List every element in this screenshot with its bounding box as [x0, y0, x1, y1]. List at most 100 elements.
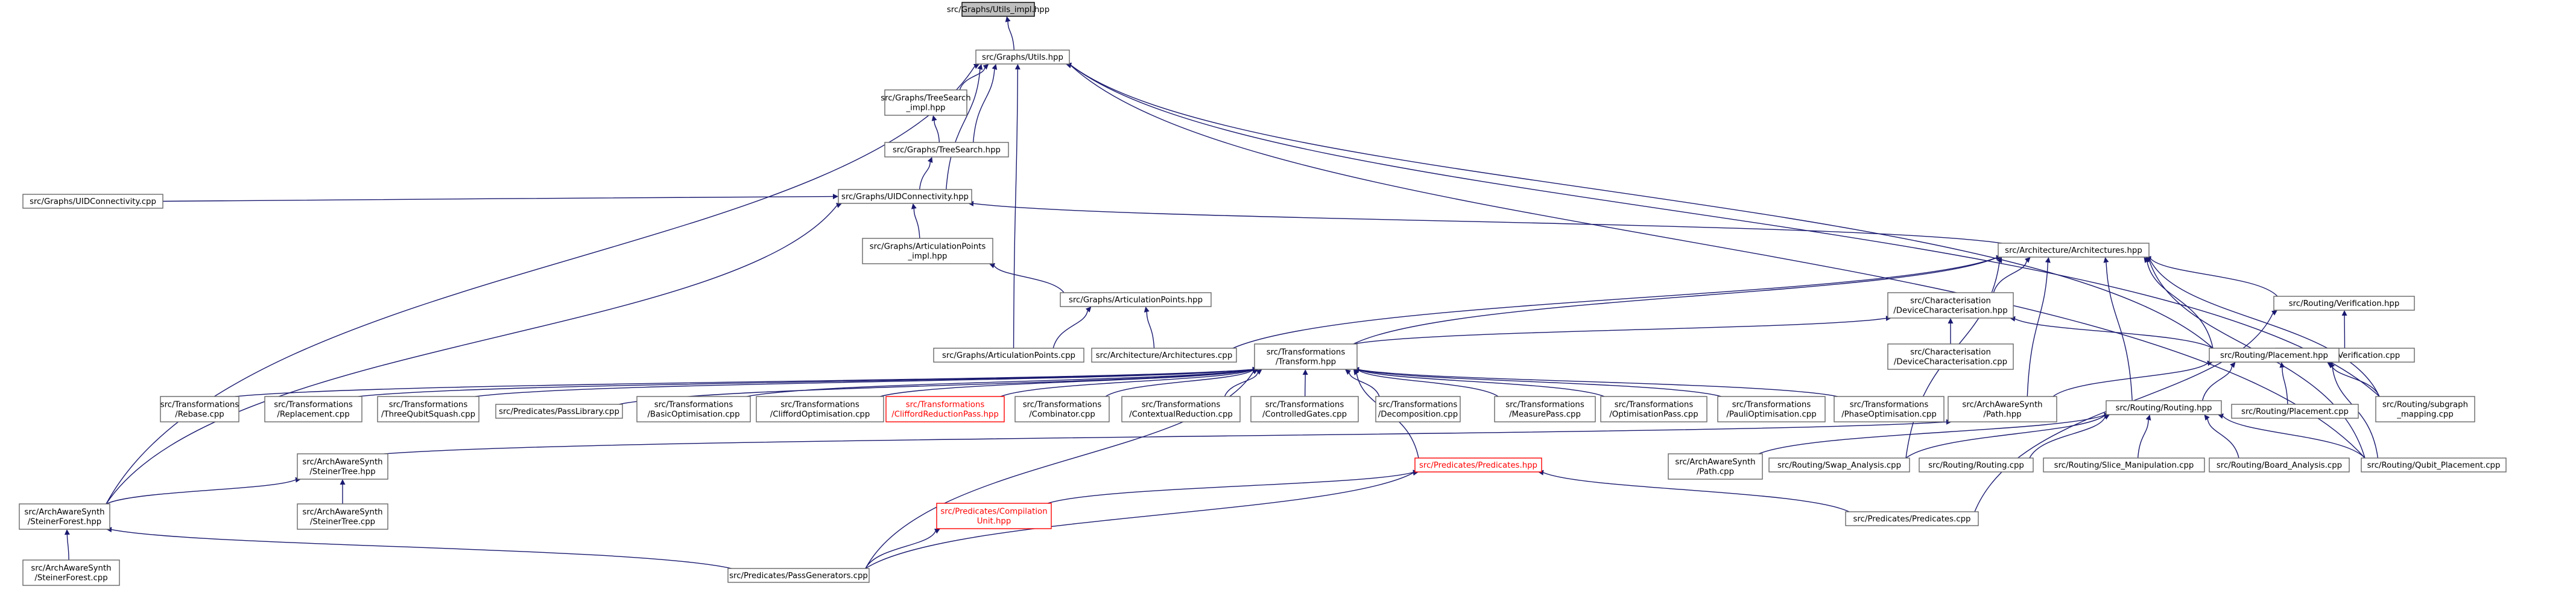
- file-node-arch-hpp[interactable]: src/Architecture/Architectures.hpp: [1998, 243, 2150, 258]
- dependency-edge-swap-to-routing_hpp: [1905, 415, 2105, 459]
- file-node-transform-hpp[interactable]: src/Transformations/Transform.hpp: [1254, 343, 1358, 370]
- edge-arrowhead: [295, 477, 301, 483]
- dependency-edge-treesearch-to-utils: [972, 69, 995, 143]
- file-node-label: /Replacement.cpp: [277, 410, 349, 419]
- file-node-phaseopt[interactable]: src/Transformations/PhaseOptimisation.cp…: [1834, 396, 1945, 422]
- file-node-steinertree-cpp[interactable]: src/ArchAwareSynth/SteinerTree.cpp: [297, 503, 388, 530]
- file-node-decomp[interactable]: src/Transformations/Decomposition.cpp: [1375, 396, 1461, 422]
- file-node-label: src/Transformations: [1379, 401, 1458, 410]
- file-node-box: [727, 568, 870, 583]
- file-node-path-hpp[interactable]: src/ArchAwareSynth/Path.hpp: [1948, 396, 2057, 422]
- file-node-label: /Path.hpp: [1983, 410, 2021, 419]
- dependency-edge-compunit-to-predicates_hpp: [1047, 472, 1414, 504]
- file-node-verif-hpp[interactable]: src/Routing/Verification.hpp: [2273, 296, 2415, 311]
- file-node-utils[interactable]: src/Graphs/Utils.hpp: [975, 49, 1070, 65]
- dependency-edge-passgen-to-steinerforest_hpp: [111, 529, 732, 569]
- file-node-slice[interactable]: src/Routing/Slice_Manipulation.cpp: [2043, 457, 2205, 473]
- file-node-ap-hpp[interactable]: src/Graphs/ArticulationPoints.hpp: [1060, 292, 1212, 307]
- file-node-utils-impl[interactable]: src/Graphs/Utils_impl.hpp: [947, 2, 1049, 17]
- file-node-label: src/ArchAwareSynth: [302, 508, 382, 517]
- file-node-label: src/ArchAwareSynth: [1675, 458, 1755, 467]
- dependency-edge-optpass-to-transform_hpp: [1358, 369, 1605, 397]
- file-node-label: src/Predicates/Predicates.cpp: [1853, 515, 1971, 524]
- edge-arrowhead: [1005, 16, 1011, 22]
- file-node-predicates-cpp[interactable]: src/Predicates/Predicates.cpp: [1845, 511, 1979, 526]
- file-node-box: [297, 453, 388, 480]
- dependency-edge-passgen-to-compunit: [865, 530, 936, 569]
- file-node-label: src/Graphs/Utils.hpp: [982, 53, 1063, 62]
- dependency-edge-predicates_cpp-to-predicates_hpp: [1543, 472, 1850, 512]
- dependency-edge-decomp-to-transform_hpp: [1349, 372, 1380, 397]
- dependency-edge-board-to-routing_hpp: [2207, 418, 2239, 459]
- file-node-predicates-hpp[interactable]: src/Predicates/Predicates.hpp: [1414, 457, 1542, 473]
- file-node-ap-impl[interactable]: src/Graphs/ArticulationPoints_impl.hpp: [862, 238, 993, 264]
- edge-arrowhead: [1144, 307, 1150, 313]
- file-node-box: [2106, 400, 2222, 415]
- dependency-edge-placement_hpp-to-utils: [1071, 65, 2214, 349]
- file-node-passlib[interactable]: src/Predicates/PassLibrary.cpp: [495, 404, 623, 419]
- file-node-box: [884, 142, 1009, 158]
- dependency-edge-arch_cpp-to-arch_hpp: [1232, 257, 1997, 349]
- file-node-uid-hpp[interactable]: src/Graphs/UIDConnectivity.hpp: [838, 189, 972, 204]
- file-node-swap[interactable]: src/Routing/Swap_Analysis.cpp: [1768, 457, 1910, 473]
- file-node-subgraph[interactable]: src/Routing/subgraph_mapping.cpp: [2375, 396, 2475, 422]
- file-node-steinertree-hpp[interactable]: src/ArchAwareSynth/SteinerTree.hpp: [297, 453, 388, 480]
- file-node-qubitplace[interactable]: src/Routing/Qubit_Placement.cpp: [2361, 457, 2507, 473]
- file-node-arch-cpp[interactable]: src/Architecture/Architectures.cpp: [1091, 348, 1237, 363]
- file-node-box: [1919, 457, 2034, 473]
- file-node-cliffordopt[interactable]: src/Transformations/CliffordOptimisation…: [756, 396, 884, 422]
- dependency-edge-uid_hpp-to-treesearch: [919, 162, 931, 190]
- dependency-edge-placement_hpp-to-arch_hpp: [2147, 261, 2214, 349]
- file-node-passgen[interactable]: src/Predicates/PassGenerators.cpp: [727, 568, 870, 583]
- file-node-treesearch[interactable]: src/Graphs/TreeSearch.hpp: [884, 142, 1009, 158]
- file-node-label: src/Routing/subgraph: [2382, 401, 2468, 410]
- file-node-cliffordred[interactable]: src/Transformations/CliffordReductionPas…: [885, 396, 1005, 422]
- file-node-devchar-cpp[interactable]: src/Characterisation/DeviceCharacterisat…: [1887, 343, 2014, 370]
- file-node-box: [2273, 296, 2415, 311]
- file-node-combinator[interactable]: src/Transformations/Combinator.cpp: [1014, 396, 1110, 422]
- file-node-label: src/Graphs/ArticulationPoints.cpp: [942, 351, 1075, 360]
- file-node-steinerforest-hpp[interactable]: src/ArchAwareSynth/SteinerForest.hpp: [19, 503, 110, 530]
- file-node-box: [264, 396, 362, 422]
- edge-arrowhead: [977, 64, 983, 70]
- file-node-contextual[interactable]: src/Transformations/ContextualReduction.…: [1121, 396, 1241, 422]
- file-node-threequbit[interactable]: src/Transformations/ThreeQubitSquash.cpp: [377, 396, 479, 422]
- file-node-measure[interactable]: src/Transformations/MeasurePass.cpp: [1494, 396, 1596, 422]
- dependency-edge-ap_hpp-to-ap_impl: [993, 265, 1065, 293]
- file-node-placement-hpp[interactable]: src/Routing/Placement.hpp: [2209, 348, 2340, 363]
- file-node-treesearch-impl[interactable]: src/Graphs/TreeSearch_impl.hpp: [881, 89, 971, 116]
- file-node-devchar-hpp[interactable]: src/Characterisation/DeviceCharacterisat…: [1887, 292, 2014, 319]
- file-node-label: /MeasurePass.cpp: [1509, 410, 1581, 419]
- file-node-board[interactable]: src/Routing/Board_Analysis.cpp: [2209, 457, 2350, 473]
- file-node-uid-cpp[interactable]: src/Graphs/UIDConnectivity.cpp: [22, 194, 163, 209]
- file-node-controlled[interactable]: src/Transformations/ControlledGates.cpp: [1250, 396, 1359, 422]
- file-node-label: src/ArchAwareSynth: [1962, 401, 2042, 410]
- dependency-edge-cliffordred-to-transform_hpp: [1000, 369, 1253, 397]
- file-node-ap-cpp[interactable]: src/Graphs/ArticulationPoints.cpp: [933, 348, 1084, 363]
- dependency-edge-devchar_hpp-to-arch_hpp: [1993, 261, 2027, 293]
- file-node-label: /PauliOptimisation.cpp: [1726, 410, 1816, 419]
- file-node-path-cpp[interactable]: src/ArchAwareSynth/Path.cpp: [1668, 453, 1763, 480]
- file-node-label: _impl.hpp: [908, 252, 948, 261]
- dependency-edge-utils-to-utils_impl: [1007, 21, 1015, 51]
- file-node-box: [1600, 396, 1707, 422]
- file-node-label: src/Routing/Slice_Manipulation.cpp: [2054, 461, 2194, 470]
- file-node-optpass[interactable]: src/Transformations/OptimisationPass.cpp: [1600, 396, 1707, 422]
- file-node-replacement[interactable]: src/Transformations/Replacement.cpp: [264, 396, 362, 422]
- file-node-pauliopt[interactable]: src/Transformations/PauliOptimisation.cp…: [1717, 396, 1826, 422]
- file-node-steinerforest-cpp[interactable]: src/ArchAwareSynth/SteinerForest.cpp: [22, 559, 120, 586]
- file-node-routing-hpp[interactable]: src/Routing/Routing.hpp: [2106, 400, 2222, 415]
- file-node-basicopt[interactable]: src/Transformations/BasicOptimisation.cp…: [636, 396, 751, 422]
- file-node-label: src/Architecture/Architectures.cpp: [1096, 351, 1233, 360]
- edge-arrowhead: [1345, 369, 1351, 375]
- edge-arrowhead: [2145, 415, 2151, 421]
- file-node-placement-cpp[interactable]: src/Routing/Placement.cpp: [2231, 404, 2359, 419]
- file-node-label: src/Transformations: [389, 401, 468, 410]
- file-node-rebase[interactable]: src/Transformations/Rebase.cpp: [160, 396, 239, 422]
- file-node-routing-cpp[interactable]: src/Routing/Routing.cpp: [1919, 457, 2034, 473]
- file-node-box: [1948, 396, 2057, 422]
- file-node-label: Unit.hpp: [977, 517, 1011, 526]
- dependency-edge-arch_cpp-to-ap_hpp: [1146, 311, 1155, 349]
- file-node-box: [961, 2, 1035, 17]
